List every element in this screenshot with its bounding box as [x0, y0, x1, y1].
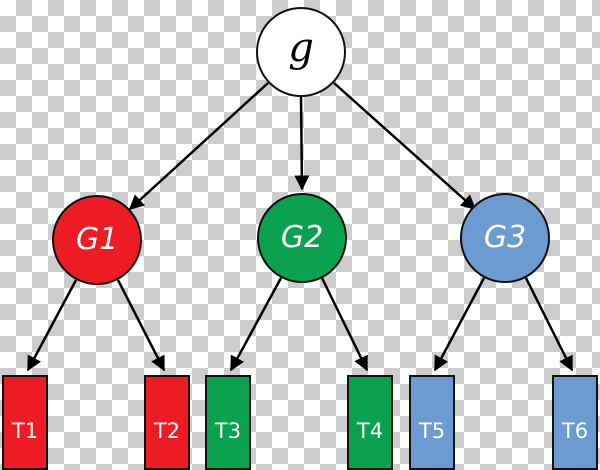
node-g3: G3 [460, 193, 550, 283]
node-t6-label: T6 [561, 419, 589, 443]
edge-g2-t3 [229, 277, 283, 372]
node-t4-label: T4 [356, 419, 384, 443]
edge-g-g2 [294, 96, 310, 191]
node-t6: T6 [552, 375, 598, 470]
node-t1: T1 [2, 375, 48, 470]
edge-g3-t6 [524, 277, 574, 372]
edge-g1-t1 [26, 279, 78, 372]
node-t2-label: T2 [153, 419, 181, 443]
node-g2: G2 [257, 193, 347, 283]
edge-g-g1 [128, 82, 269, 211]
node-t3: T3 [205, 375, 251, 470]
node-t5-label: T5 [418, 419, 446, 443]
edge-g3-t5 [433, 277, 486, 372]
node-t4: T4 [347, 375, 393, 470]
edge-g-g3 [333, 82, 477, 210]
edge-g1-t2 [116, 279, 166, 372]
node-t1-label: T1 [11, 419, 39, 443]
node-t5: T5 [409, 375, 455, 470]
node-g1: G1 [52, 195, 142, 285]
node-t2: T2 [144, 375, 190, 470]
node-g2-label: G2 [280, 220, 324, 255]
node-t3-label: T3 [214, 419, 242, 443]
node-g: g [256, 7, 346, 97]
node-g3-label: G3 [483, 220, 527, 255]
node-g-label: g [288, 25, 314, 71]
edge-g2-t4 [320, 277, 369, 372]
node-g1-label: G1 [75, 222, 119, 257]
